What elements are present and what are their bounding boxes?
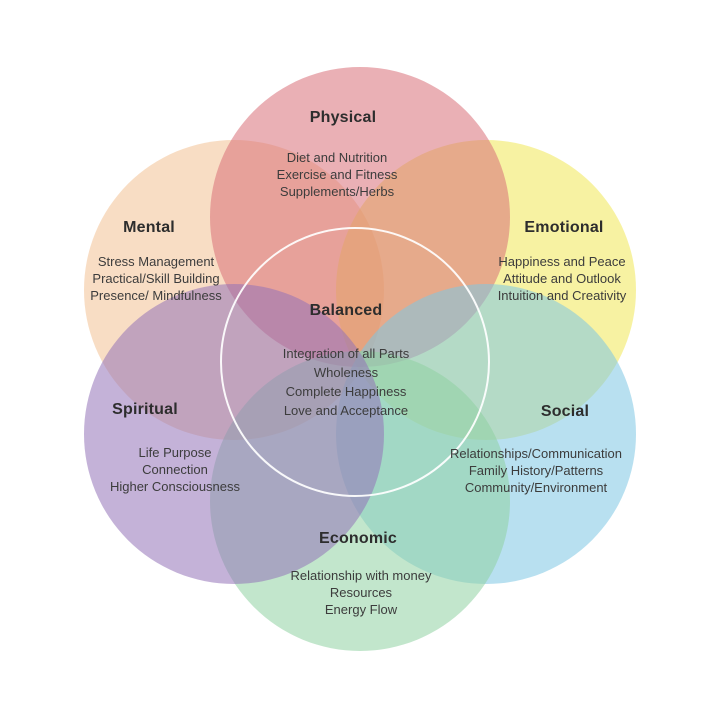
list-item: Relationships/Communication: [450, 446, 622, 461]
list-item: Integration of all Parts: [282, 346, 410, 361]
list-item: Connection: [142, 462, 208, 477]
physical-title: Physical: [309, 109, 377, 126]
social-title: Social: [540, 403, 590, 420]
list-item: Practical/Skill Building: [92, 271, 220, 286]
list-item: Relationship with money: [290, 568, 432, 583]
economic-title: Economic: [318, 530, 398, 547]
list-item: Presence/ Mindfulness: [90, 288, 222, 303]
list-item: Complete Happiness: [285, 384, 407, 399]
list-item: Diet and Nutrition: [286, 150, 388, 165]
balanced-ring: [220, 227, 490, 497]
emotional-title: Emotional: [524, 219, 604, 236]
mental-items: Stress Management Practical/Skill Buildi…: [36, 253, 276, 304]
list-item: Community/Environment: [464, 480, 608, 495]
list-item: Exercise and Fitness: [276, 167, 398, 182]
physical-items: Diet and Nutrition Exercise and Fitness …: [217, 149, 457, 200]
mental-title: Mental: [123, 219, 175, 236]
list-item: Life Purpose: [138, 445, 212, 460]
list-item: Happiness and Peace: [498, 254, 626, 269]
list-item: Intuition and Creativity: [497, 288, 627, 303]
emotional-items: Happiness and Peace Attitude and Outlook…: [442, 253, 682, 304]
list-item: Family History/Patterns: [468, 463, 604, 478]
spiritual-title: Spiritual: [112, 401, 178, 418]
list-item: Supplements/Herbs: [279, 184, 395, 199]
economic-items: Relationship with money Resources Energy…: [241, 567, 481, 618]
balanced-items: Integration of all Parts Wholeness Compl…: [226, 344, 466, 420]
list-item: Love and Acceptance: [283, 403, 409, 418]
social-items: Relationships/Communication Family Histo…: [416, 445, 656, 496]
list-item: Higher Consciousness: [109, 479, 241, 494]
spiritual-items: Life Purpose Connection Higher Conscious…: [55, 444, 295, 495]
balanced-title: Balanced: [309, 302, 383, 319]
list-item: Wholeness: [313, 365, 379, 380]
list-item: Resources: [329, 585, 393, 600]
list-item: Stress Management: [97, 254, 215, 269]
list-item: Energy Flow: [324, 602, 398, 617]
list-item: Attitude and Outlook: [503, 271, 621, 286]
